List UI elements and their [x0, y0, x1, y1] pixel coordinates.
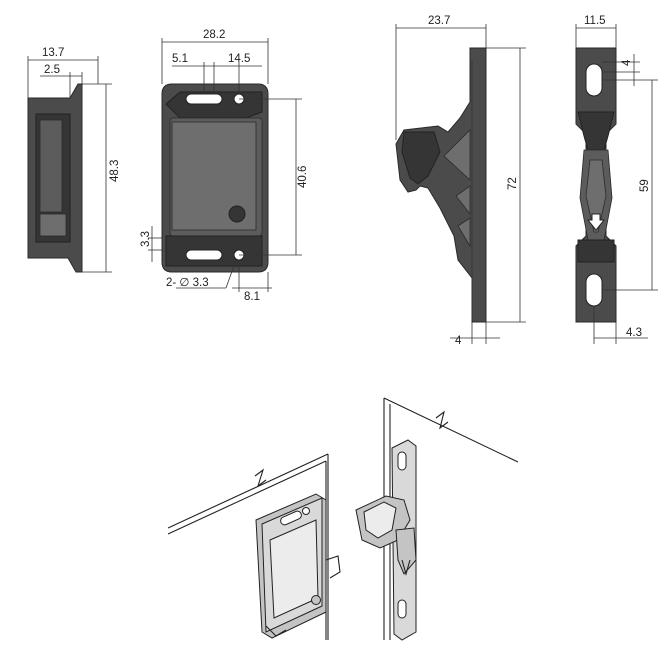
- dim-front-screw-spacing: 40.6: [297, 166, 309, 188]
- strike-isometric: [355, 439, 417, 641]
- dim-front-hole-callout: 2- ∅ 3.3: [166, 277, 209, 289]
- dim-strike-edge-offset: 4.3: [626, 327, 642, 339]
- dim-front-hole-offset: 8.1: [244, 291, 260, 303]
- top-slot: [185, 93, 223, 105]
- dim-side-depth: 13.7: [42, 47, 64, 59]
- dim-strike-slot-spacing: 59: [639, 179, 651, 192]
- catch-front-view: 28.2 5.1 14.5 40.6 3.3 2- ∅ 3.3 8.1: [140, 29, 309, 303]
- dim-strike-thickness: 4: [455, 335, 462, 347]
- dim-front-edge-offset: 3.3: [140, 231, 152, 247]
- dim-strike-slot-width: 4: [621, 59, 633, 66]
- dim-strike-width: 11.5: [584, 15, 606, 27]
- strike-front-view: 11.5 4 59 4.3: [575, 15, 658, 344]
- dim-front-hole-spacing: 14.5: [228, 53, 250, 65]
- dim-front-width: 28.2: [203, 29, 225, 41]
- strike-top-slot: [585, 63, 603, 97]
- strike-side-view: 23.7 72 4: [395, 15, 526, 347]
- dim-front-slot-offset: 5.1: [172, 53, 188, 65]
- isometric-assembly: [167, 397, 519, 641]
- strike-bottom-slot: [585, 273, 603, 307]
- catch-side-view: 13.7 2.5 48.3: [27, 47, 121, 273]
- catch-isometric: [255, 493, 341, 639]
- dim-side-lip: 2.5: [44, 64, 60, 76]
- dim-strike-depth: 23.7: [428, 15, 450, 27]
- dim-strike-height: 72: [507, 177, 519, 190]
- dim-side-height: 48.3: [109, 160, 121, 182]
- bottom-slot: [185, 249, 223, 261]
